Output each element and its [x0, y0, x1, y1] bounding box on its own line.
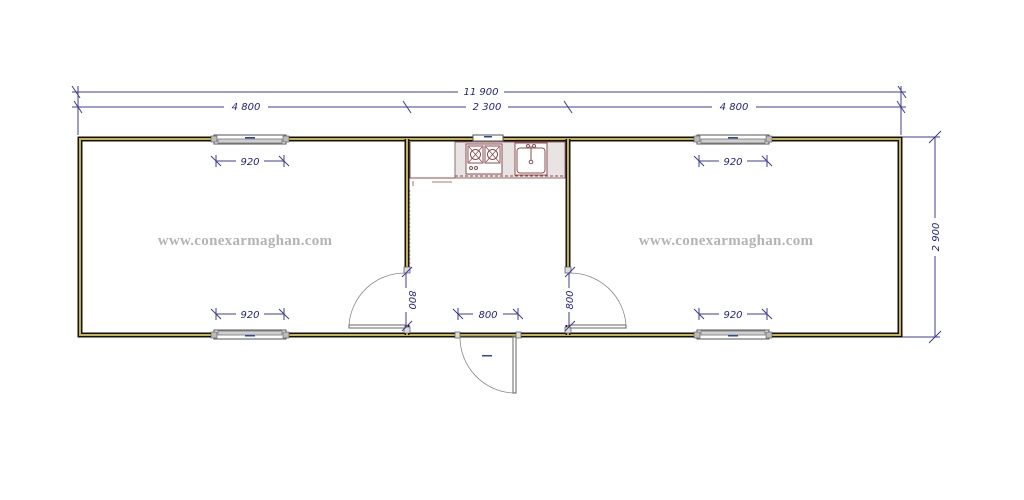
door-right-room: 800: [562, 266, 627, 334]
dimension-segments: 4 800 2 300 4 800: [72, 100, 906, 114]
dim-label-segment-middle: 2 300: [473, 102, 502, 113]
dim-label-overall-width: 11 900: [464, 87, 499, 98]
dim-label-door: 800: [406, 290, 417, 309]
dim-label-door: 800: [478, 310, 497, 321]
dim-label-overall-depth: 2 900: [931, 223, 942, 252]
dimension-overall-width: 11 900: [71, 85, 907, 135]
dimension-overall-depth: 2 900: [901, 130, 942, 344]
window-left-bottom: [210, 329, 290, 340]
window-dim-left-top: 920: [210, 155, 290, 168]
watermark-left: www.conexarmaghan.com: [158, 233, 333, 249]
dim-label-window: 920: [723, 157, 742, 168]
window-dim-right-bottom: 920: [693, 308, 773, 321]
dim-label-window: 920: [723, 310, 742, 321]
window-kitchen-top: [472, 134, 504, 142]
window-dim-left-bottom: 920: [210, 308, 290, 321]
sink-icon: [514, 142, 548, 176]
dim-label-segment-right: 4 800: [720, 102, 749, 113]
door-left-room: 800: [348, 266, 417, 334]
door-entrance: 800: [452, 308, 524, 394]
dim-label-segment-left: 4 800: [232, 102, 261, 113]
dim-label-door: 800: [565, 290, 576, 309]
watermark-right: www.conexarmaghan.com: [639, 233, 814, 249]
window-right-top: [693, 134, 773, 145]
stove-icon: [465, 143, 503, 175]
window-left-top: [210, 134, 290, 145]
dim-label-window: 920: [240, 310, 259, 321]
window-right-bottom: [693, 329, 773, 340]
window-dim-right-top: 920: [693, 155, 773, 168]
refrigerator-cabinet: [409, 142, 455, 268]
dim-label-window: 920: [240, 157, 259, 168]
